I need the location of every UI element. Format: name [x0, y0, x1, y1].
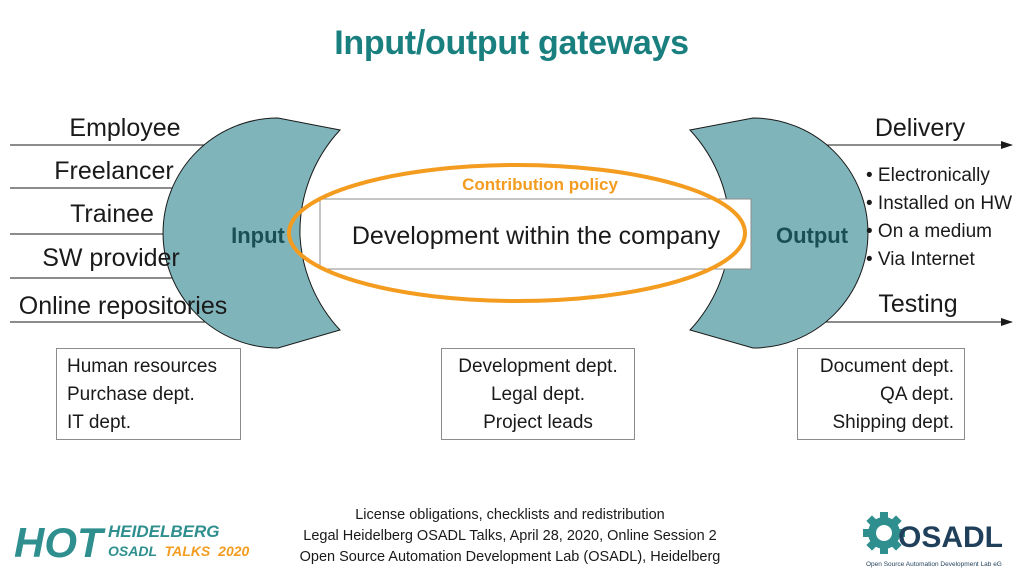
osadl-logo-name: OSADL [898, 521, 1003, 554]
department-item: Legal dept. [490, 384, 586, 405]
department-item: Project leads [483, 412, 593, 433]
delivery-bullet: • Via Internet [866, 249, 975, 270]
input-gateway-shape [162, 117, 341, 349]
department-item: QA dept. [880, 384, 954, 405]
development-label: Development within the company [352, 222, 721, 250]
output-departments-box: Document dept. QA dept. Shipping dept. [797, 348, 965, 440]
department-item: Document dept. [819, 356, 954, 377]
hot-logo-line2: OSADL TALKS 2020 [108, 543, 250, 559]
hot-logo-mark: HOT [14, 519, 106, 566]
osadl-logo-tagline: Open Source Automation Development Lab e… [866, 561, 1002, 568]
osadl-logo: OSADL Open Source Automation Development… [863, 512, 1003, 568]
delivery-label: Delivery [875, 114, 966, 142]
footer: License obligations, checklists and redi… [250, 505, 770, 568]
footer-line: Open Source Automation Development Lab (… [299, 549, 721, 565]
page-title: Input/output gateways [334, 24, 689, 62]
input-gateway-label: Input [231, 223, 285, 248]
delivery-bullet: • Electronically [866, 165, 990, 186]
input-source-trainee: Trainee [70, 200, 154, 228]
footer-line: License obligations, checklists and redi… [355, 507, 665, 523]
hot-logo-osadl: OSADL [108, 543, 157, 559]
hot-logo-year: 2020 [217, 543, 249, 559]
testing-label: Testing [878, 290, 957, 318]
department-item: IT dept. [67, 412, 132, 433]
hot-logo: HOT HEIDELBERG OSADL TALKS 2020 [14, 519, 250, 566]
input-source-sw-provider: SW provider [42, 244, 180, 272]
department-item: Human resources [67, 356, 217, 377]
footer-line: Legal Heidelberg OSADL Talks, April 28, … [303, 528, 717, 544]
delivery-bullet: • On a medium [866, 221, 992, 242]
contribution-policy-ellipse [287, 163, 747, 303]
department-item: Purchase dept. [67, 384, 195, 405]
department-item: Development dept. [458, 356, 618, 377]
development-box [319, 198, 752, 270]
input-source-freelancer: Freelancer [54, 157, 174, 185]
hot-logo-line1: HEIDELBERG [108, 522, 219, 541]
development-departments-box: Development dept. Legal dept. Project le… [441, 348, 635, 440]
delivery-bullet: • Installed on HW [866, 193, 1012, 214]
input-departments-box: Human resources Purchase dept. IT dept. [56, 348, 241, 440]
hot-logo-talks: TALKS [165, 543, 211, 559]
input-source-employee: Employee [69, 114, 180, 142]
department-item: Shipping dept. [832, 412, 955, 433]
output-gateway-label: Output [776, 223, 849, 248]
input-source-online-repos: Online repositories [19, 292, 227, 320]
contribution-policy-label: Contribution policy [462, 175, 618, 194]
